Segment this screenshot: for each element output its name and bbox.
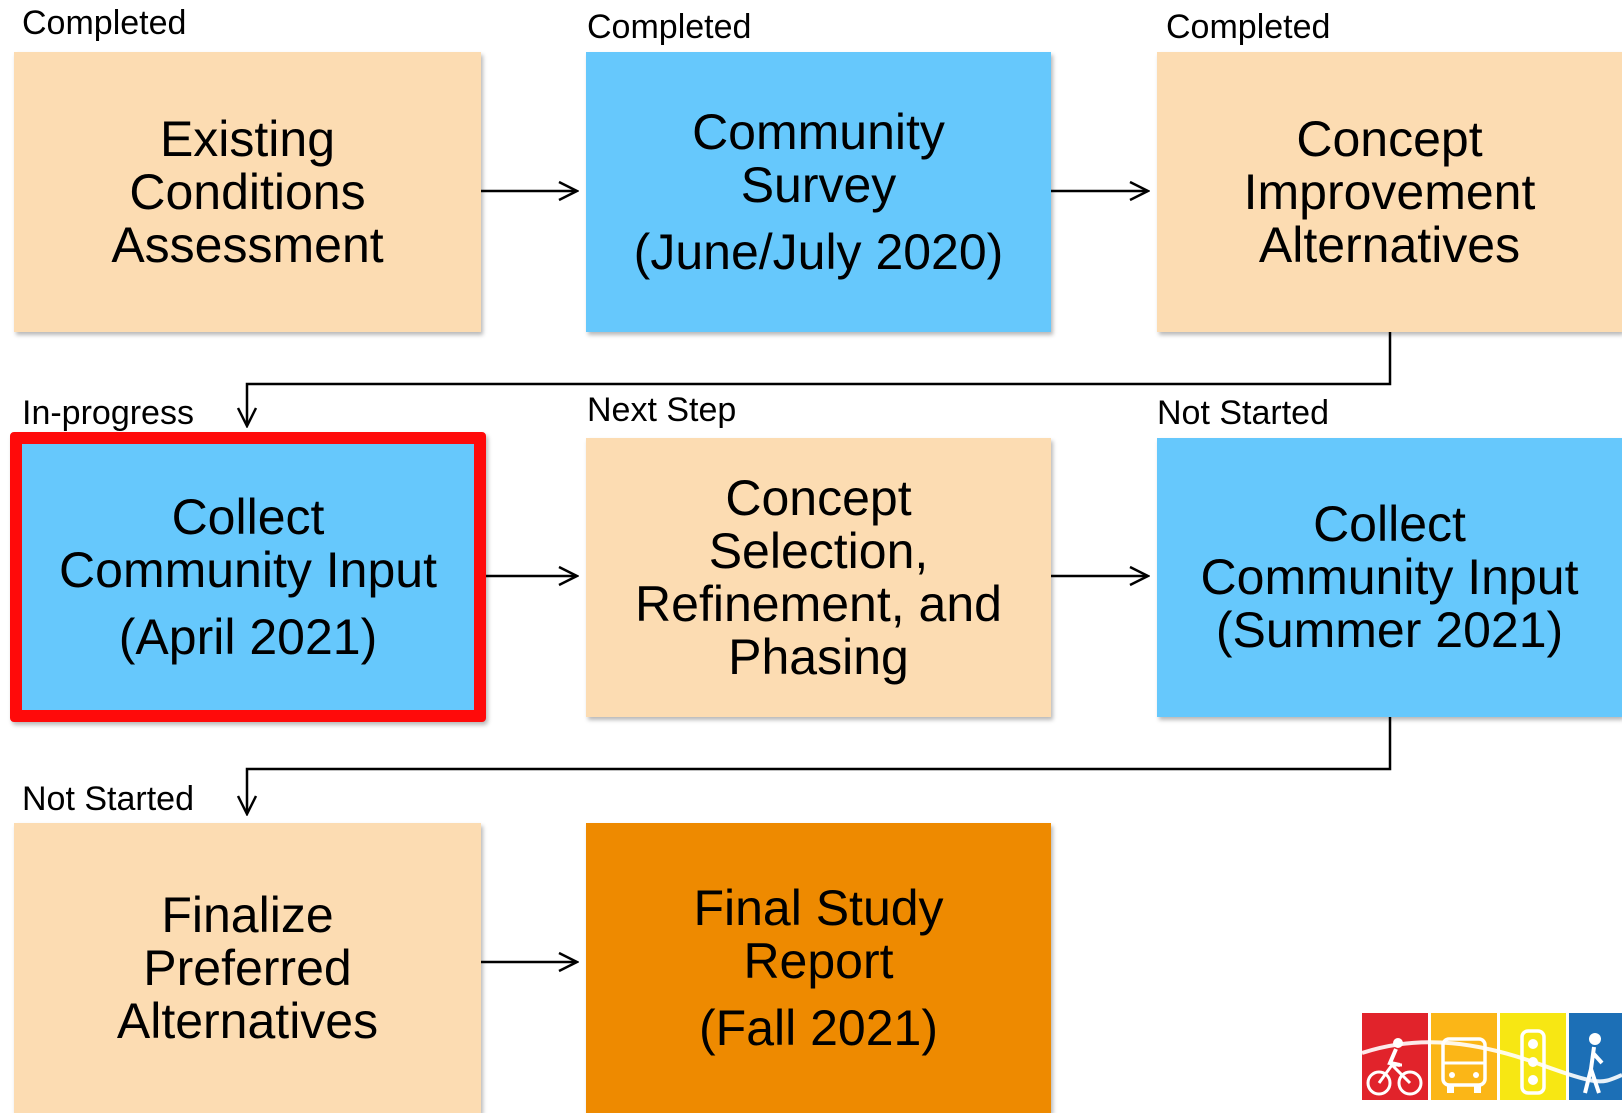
step-title: Final Study Report bbox=[693, 879, 944, 989]
bicycle-icon bbox=[1362, 1013, 1428, 1100]
status-label-step-5: Next Step bbox=[587, 391, 737, 429]
step-final-study-report: Final Study Report (Fall 2021) bbox=[586, 823, 1051, 1113]
status-label-step-6: Not Started bbox=[1157, 394, 1329, 432]
step-title: Collect Community Input bbox=[1200, 496, 1579, 605]
status-label-step-4: In-progress bbox=[22, 394, 194, 432]
step-finalize-preferred-alternatives: Finalize Preferred Alternatives bbox=[14, 823, 481, 1113]
step-community-survey: Community Survey (June/July 2020) bbox=[586, 52, 1051, 332]
step-title: Community Survey bbox=[692, 103, 945, 213]
status-label-step-7: Not Started bbox=[22, 780, 194, 818]
pedestrian-icon bbox=[1569, 1013, 1622, 1100]
status-label-step-2: Completed bbox=[587, 8, 752, 46]
step-title: Existing Conditions Assessment bbox=[111, 110, 384, 273]
step-title: Concept Selection, Refinement, and Phasi… bbox=[635, 469, 1002, 685]
step-concept-selection-refinement-phasing: Concept Selection, Refinement, and Phasi… bbox=[586, 438, 1051, 717]
logo-swoosh bbox=[1362, 1040, 1622, 1084]
step-date: (Fall 2021) bbox=[699, 999, 938, 1056]
step-collect-community-input-april: Collect Community Input (April 2021) bbox=[10, 432, 486, 722]
step-existing-conditions-assessment: Existing Conditions Assessment bbox=[14, 52, 481, 332]
step-date: (June/July 2020) bbox=[633, 223, 1004, 280]
transportation-modes-logo bbox=[1362, 1013, 1622, 1100]
step-title: Finalize Preferred Alternatives bbox=[116, 886, 379, 1049]
step-date: (Summer 2021) bbox=[1215, 602, 1564, 658]
arrow-step3-to-step4 bbox=[247, 332, 1392, 426]
status-label-step-1: Completed bbox=[22, 4, 187, 42]
step-collect-community-input-summer: Collect Community Input (Summer 2021) bbox=[1157, 438, 1622, 717]
arrow-step6-to-step7 bbox=[247, 717, 1392, 814]
step-date: (April 2021) bbox=[118, 608, 378, 665]
status-label-step-3: Completed bbox=[1166, 8, 1331, 46]
step-title: Concept Improvement Alternatives bbox=[1243, 110, 1536, 273]
step-concept-improvement-alternatives: Concept Improvement Alternatives bbox=[1157, 52, 1622, 332]
step-title: Collect Community Input bbox=[59, 488, 437, 598]
bus-icon bbox=[1431, 1013, 1497, 1100]
